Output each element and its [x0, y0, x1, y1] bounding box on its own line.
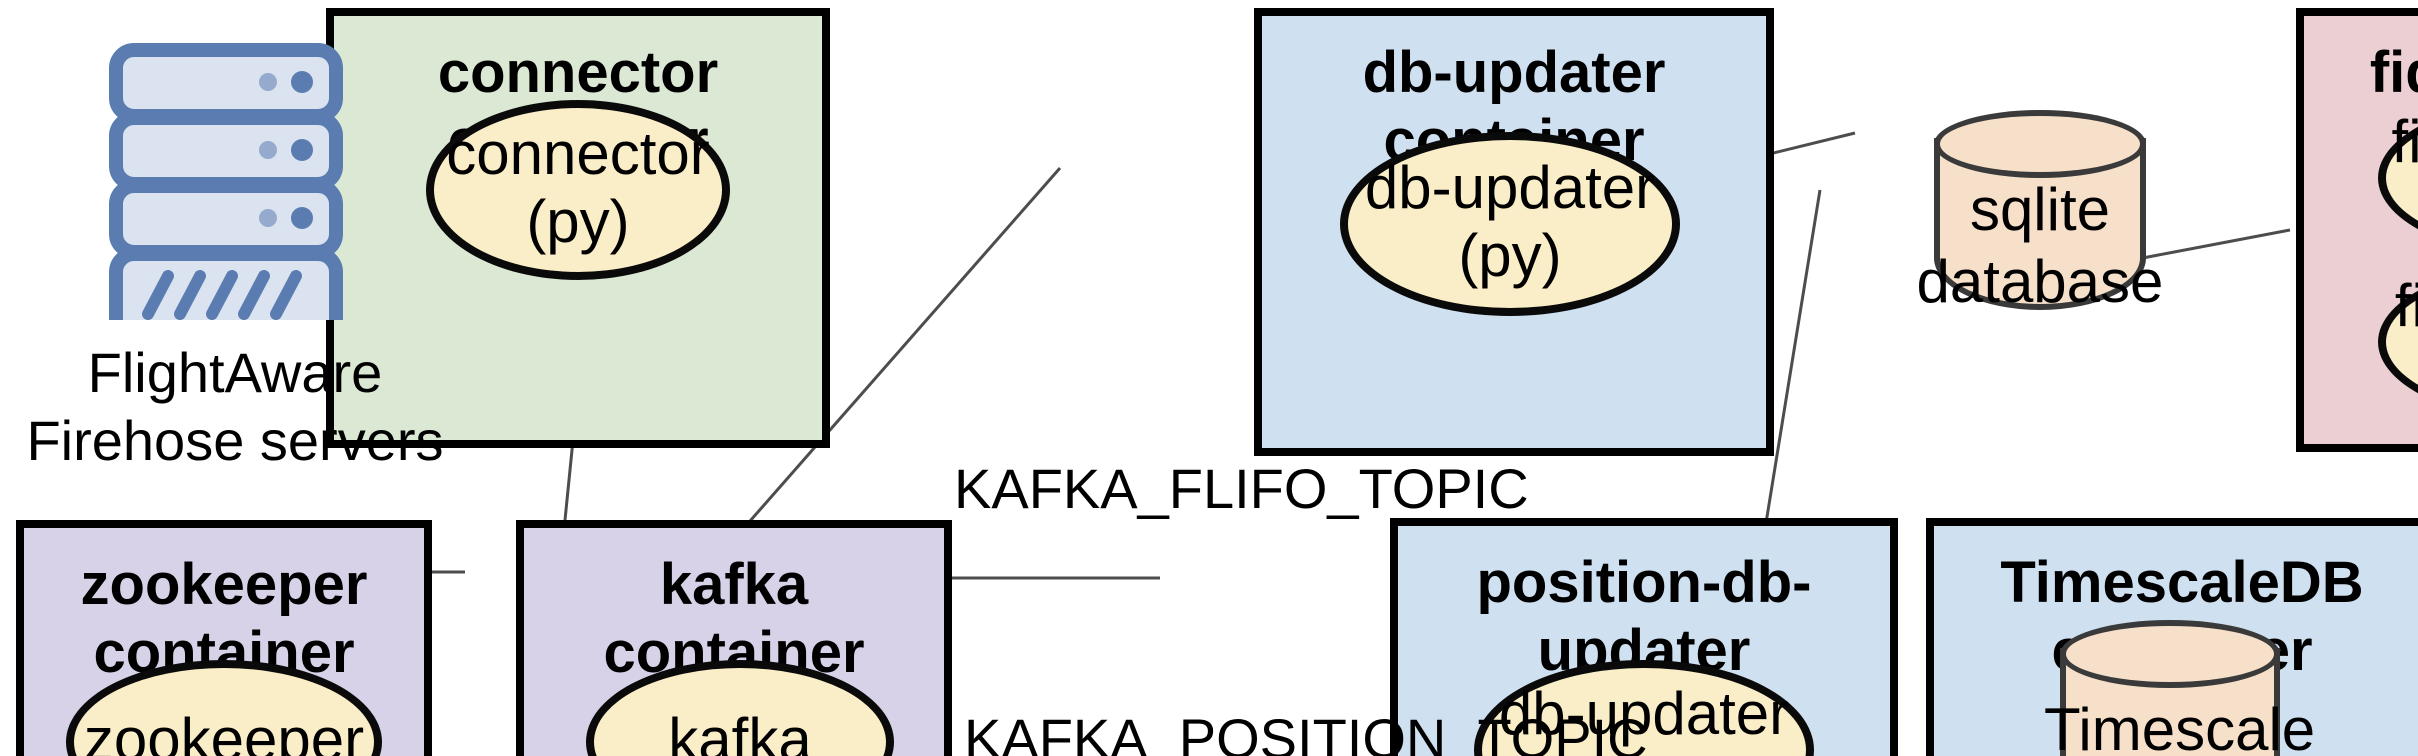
datastore-timescaledb[interactable] — [2060, 620, 2280, 756]
process-connector-py[interactable]: connector (py) — [426, 100, 730, 280]
datastore-sqlite-label: sqlite database — [1916, 178, 2164, 316]
process-fids-backend-label: fids backend (py) — [2391, 110, 2418, 176]
process-db-updater-py[interactable]: db-updater (py) — [1340, 132, 1680, 316]
process-connector-py-label: connector (py) — [446, 122, 710, 256]
process-kafka-label: kafka — [668, 708, 812, 756]
timescaledb-cylinder-top — [2060, 620, 2280, 688]
process-zookeeper[interactable]: zookeeper — [66, 660, 382, 756]
process-position-db-updater-label: db-updater (py) — [1498, 682, 1790, 756]
server-stack-svg — [109, 43, 343, 365]
container-fids-title: fids container — [2369, 42, 2418, 106]
flightaware-firehose-servers-icon — [100, 40, 370, 365]
datastore-sqlite[interactable] — [1934, 110, 2146, 310]
edge-label-kafka-position-topic: KAFKA_POSITION_TOPIC — [964, 708, 1648, 756]
sqlite-cylinder-top — [1934, 110, 2146, 178]
process-db-updater-py-label: db-updater (py) — [1364, 156, 1656, 290]
datastore-timescaledb-label: Timescale DB — [2044, 698, 2316, 756]
process-fids-frontend-label: fids frontend (js) — [2394, 274, 2418, 340]
flightaware-firehose-servers-label: FlightAware Firehose servers — [26, 342, 444, 473]
process-zookeeper-label: zookeeper — [83, 708, 365, 756]
edge-label-kafka-flifo-topic: KAFKA_FLIFO_TOPIC — [954, 458, 1529, 520]
